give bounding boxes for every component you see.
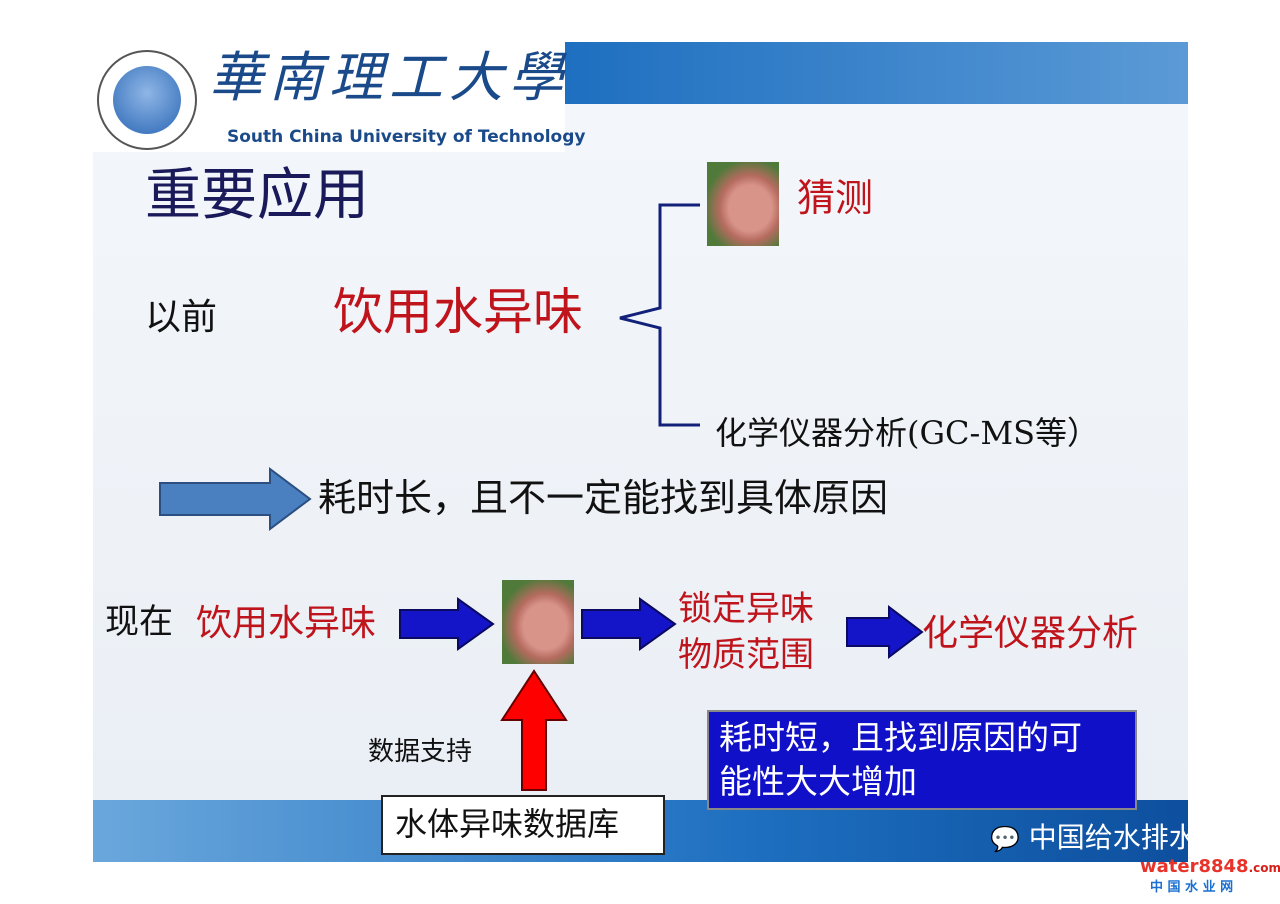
right-arrow-icon bbox=[846, 605, 924, 659]
data-support-label: 数据支持 bbox=[368, 737, 473, 767]
now-result: 耗时短，且找到原因的可 能性大大增加 bbox=[719, 716, 1082, 804]
lock-range-line1: 锁定异味 bbox=[678, 589, 814, 629]
branch-chem-analysis: 化学仪器分析(GC-MS等） bbox=[715, 414, 1100, 452]
brace-icon bbox=[619, 203, 700, 427]
university-seal-icon bbox=[97, 50, 197, 150]
before-topic: 饮用水异味 bbox=[333, 283, 583, 341]
site-name: water8848 bbox=[1140, 856, 1249, 877]
wechat-watermark: 💬 中国给水排水 bbox=[990, 822, 1197, 855]
lock-range-line2: 物质范围 bbox=[678, 635, 814, 675]
slide-title: 重要应用 bbox=[145, 163, 369, 228]
before-label: 以前 bbox=[145, 297, 218, 338]
database-label: 水体异味数据库 bbox=[395, 805, 620, 843]
now-label: 现在 bbox=[105, 602, 173, 642]
lock-range: 锁定异味 物质范围 bbox=[678, 586, 814, 678]
now-result-line1: 耗时短，且找到原因的可 bbox=[719, 718, 1082, 757]
wechat-icon: 💬 bbox=[990, 825, 1020, 853]
up-arrow-icon bbox=[500, 669, 568, 791]
now-result-line2: 能性大大增加 bbox=[719, 762, 917, 801]
site-watermark: water8848.com bbox=[1140, 856, 1280, 879]
wechat-name: 中国给水排水 bbox=[1028, 821, 1197, 854]
header-band bbox=[565, 42, 1188, 104]
nose-image bbox=[502, 580, 574, 664]
logo-english: South China University of Technology bbox=[227, 127, 586, 147]
slide-background bbox=[93, 42, 1188, 862]
database-box: 水体异味数据库 bbox=[381, 795, 665, 855]
university-logo: 華南理工大學 South China University of Technol… bbox=[93, 42, 585, 152]
right-arrow-icon bbox=[581, 597, 677, 651]
before-result: 耗时长，且不一定能找到具体原因 bbox=[318, 476, 889, 520]
logo-chinese: 華南理工大學 bbox=[209, 46, 569, 109]
nose-image bbox=[707, 162, 779, 246]
right-arrow-icon bbox=[159, 467, 312, 531]
now-topic: 饮用水异味 bbox=[196, 603, 377, 644]
chem-analysis: 化学仪器分析 bbox=[922, 613, 1139, 654]
site-cn: 中 国 水 业 网 bbox=[1150, 880, 1234, 895]
branch-guess: 猜测 bbox=[797, 176, 874, 220]
result-box: 耗时短，且找到原因的可 能性大大增加 bbox=[707, 710, 1137, 810]
right-arrow-icon bbox=[399, 597, 495, 651]
site-suffix: .com bbox=[1248, 861, 1280, 875]
